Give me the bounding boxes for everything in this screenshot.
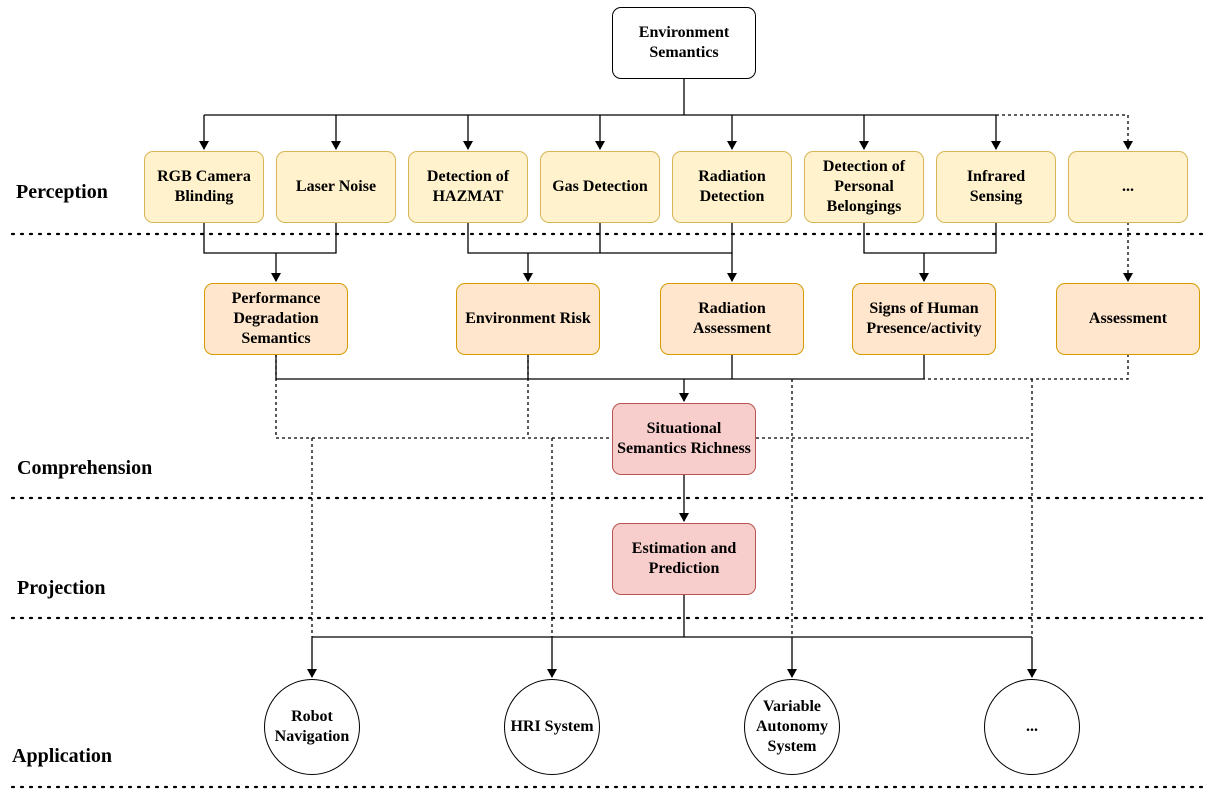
node-laser-noise: Laser Noise <box>276 151 396 223</box>
layer-label-projection: Projection <box>17 577 106 599</box>
node-assessment: Assessment <box>1056 283 1200 355</box>
node-personal-belongings: Detection of Personal Belongings <box>804 151 924 223</box>
layer-label-comprehension: Comprehension <box>17 457 153 479</box>
node-robot-navigation: Robot Navigation <box>264 679 360 775</box>
edge-perf-dashed <box>275 354 1032 439</box>
edge-perf-merge <box>203 222 337 254</box>
node-perception-more: ... <box>1068 151 1188 223</box>
edge-human-merge <box>863 222 997 254</box>
edge-assessment-bus <box>924 354 1129 380</box>
node-radiation-assessment: Radiation Assessment <box>660 283 804 355</box>
node-environment-semantics: Environment Semantics <box>612 7 756 79</box>
node-infrared-sensing: Infrared Sensing <box>936 151 1056 223</box>
node-signs-human-presence: Signs of Human Presence/activity <box>852 283 996 355</box>
edge-estimation-bus <box>312 594 1032 638</box>
edge-sem-bus <box>275 354 925 380</box>
node-environment-risk: Environment Risk <box>456 283 600 355</box>
node-rgb-camera-blinding: RGB Camera Blinding <box>144 151 264 223</box>
node-hri-system: HRI System <box>504 679 600 775</box>
node-detection-hazmat: Detection of HAZMAT <box>408 151 528 223</box>
node-application-more: ... <box>984 679 1080 775</box>
node-gas-detection: Gas Detection <box>540 151 660 223</box>
node-performance-degradation: Performance Degradation Semantics <box>204 283 348 355</box>
node-estimation-prediction: Estimation and Prediction <box>612 523 756 595</box>
node-variable-autonomy-system: Variable Autonomy System <box>744 679 840 775</box>
edge-risk-merge <box>467 222 733 254</box>
node-radiation-detection: Radiation Detection <box>672 151 792 223</box>
layer-label-application: Application <box>12 745 113 767</box>
layer-label-perception: Perception <box>16 181 108 203</box>
edge-root-more <box>996 114 1133 150</box>
node-situational-semantics-richness: Situational Semantics Richness <box>612 403 756 475</box>
